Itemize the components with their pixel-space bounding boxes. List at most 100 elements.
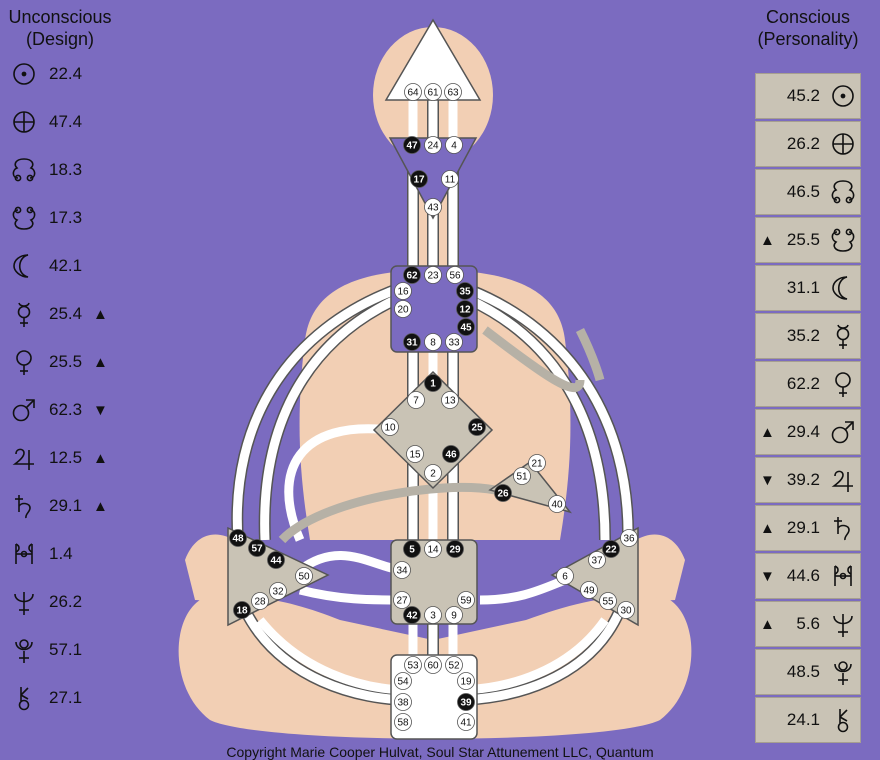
gate-circle — [457, 591, 475, 609]
gate-56: 56 — [446, 266, 464, 284]
gate-circle — [441, 391, 459, 409]
personality-row-neptune: ▲5.6 — [755, 601, 861, 647]
mercury-icon — [8, 299, 40, 329]
gate-50: 50 — [295, 567, 313, 585]
gate-14: 14 — [424, 540, 442, 558]
chiron-icon — [828, 705, 858, 735]
gate-61: 61 — [424, 83, 442, 101]
gate-circle — [267, 551, 285, 569]
gate-label: 20 — [397, 305, 409, 316]
gate-label: 12 — [459, 305, 471, 316]
gate-18: 18 — [233, 601, 251, 619]
gate-30: 30 — [617, 601, 635, 619]
gate-46: 46 — [442, 445, 460, 463]
saturn-icon — [828, 513, 858, 543]
gate-label: 14 — [427, 545, 439, 556]
gate-31: 31 — [403, 333, 421, 351]
gate-label: 1 — [430, 379, 436, 390]
gate-19: 19 — [457, 672, 475, 690]
gate-label: 48 — [232, 534, 244, 545]
gate-label: 27 — [396, 596, 408, 607]
gate-6: 6 — [556, 567, 574, 585]
personality-value: 48.5 — [786, 662, 820, 681]
personality-arrow: ▲ — [760, 615, 775, 633]
gate-circle — [494, 484, 512, 502]
uranus-icon — [828, 561, 858, 591]
gate-label: 13 — [444, 396, 456, 407]
gate-20: 20 — [394, 300, 412, 318]
gate-43: 43 — [424, 198, 442, 216]
gate-circle — [295, 567, 313, 585]
jupiter-icon — [828, 465, 858, 495]
south-node-icon — [828, 225, 858, 255]
gate-circle — [602, 540, 620, 558]
gate-59: 59 — [457, 591, 475, 609]
gate-label: 7 — [413, 396, 419, 407]
gate-58: 58 — [394, 713, 412, 731]
gate-33: 33 — [445, 333, 463, 351]
gate-17: 17 — [410, 170, 428, 188]
personality-value: 29.4 — [786, 422, 820, 441]
gate-circle — [424, 606, 442, 624]
gate-label: 21 — [531, 459, 543, 470]
gate-label: 38 — [397, 698, 409, 709]
gate-circle — [457, 713, 475, 731]
uranus-icon — [8, 539, 40, 569]
gate-label: 9 — [451, 611, 457, 622]
earth-icon — [828, 129, 858, 159]
gate-circle — [424, 266, 442, 284]
design-value: 27.1 — [49, 688, 83, 707]
g-center — [372, 370, 494, 490]
gate-40: 40 — [548, 495, 566, 513]
gate-circle — [424, 540, 442, 558]
gate-label: 58 — [397, 718, 409, 729]
gate-39: 39 — [457, 693, 475, 711]
gate-42: 42 — [403, 606, 421, 624]
gate-9: 9 — [445, 606, 463, 624]
gate-circle — [403, 540, 421, 558]
design-row-earth: 47.4 — [8, 98, 128, 146]
mercury-icon — [828, 321, 858, 351]
gate-62: 62 — [403, 266, 421, 284]
gate-circle — [444, 83, 462, 101]
gate-circle — [403, 606, 421, 624]
sun-icon — [8, 59, 40, 89]
gate-label: 64 — [407, 88, 419, 99]
design-value: 12.5 — [49, 448, 83, 467]
personality-value: 31.1 — [786, 278, 820, 297]
personality-row-jupiter: ▼39.2 — [755, 457, 861, 503]
gate-label: 60 — [427, 661, 439, 672]
personality-value: 62.2 — [786, 374, 820, 393]
design-row-moon: 42.1 — [8, 242, 128, 290]
personality-row-south-node: ▲25.5 — [755, 217, 861, 263]
gate-circle — [457, 318, 475, 336]
gate-label: 45 — [460, 323, 472, 334]
gate-label: 15 — [409, 450, 421, 461]
mars-icon — [8, 395, 40, 425]
design-row-venus: 25.5▲ — [8, 338, 128, 386]
gate-label: 56 — [449, 271, 461, 282]
gate-63: 63 — [444, 83, 462, 101]
gate-label: 50 — [298, 572, 310, 583]
design-arrow: ▲ — [93, 449, 108, 467]
personality-row-saturn: ▲29.1 — [755, 505, 861, 551]
root-center — [390, 654, 478, 740]
gate-21: 21 — [528, 454, 546, 472]
gate-label: 57 — [251, 544, 263, 555]
gate-label: 35 — [459, 287, 471, 298]
design-value: 18.3 — [49, 160, 83, 179]
gate-label: 18 — [236, 606, 248, 617]
design-row-jupiter: 12.5 ▲ — [8, 434, 128, 482]
gate-label: 3 — [430, 611, 436, 622]
gate-circle — [393, 591, 411, 609]
gate-16: 16 — [394, 282, 412, 300]
moon-icon — [828, 273, 858, 303]
gate-15: 15 — [406, 445, 424, 463]
gate-label: 33 — [448, 338, 460, 349]
gate-label: 39 — [460, 698, 472, 709]
gate-circle — [445, 656, 463, 674]
gate-36: 36 — [620, 529, 638, 547]
personality-arrow: ▲ — [760, 231, 775, 249]
